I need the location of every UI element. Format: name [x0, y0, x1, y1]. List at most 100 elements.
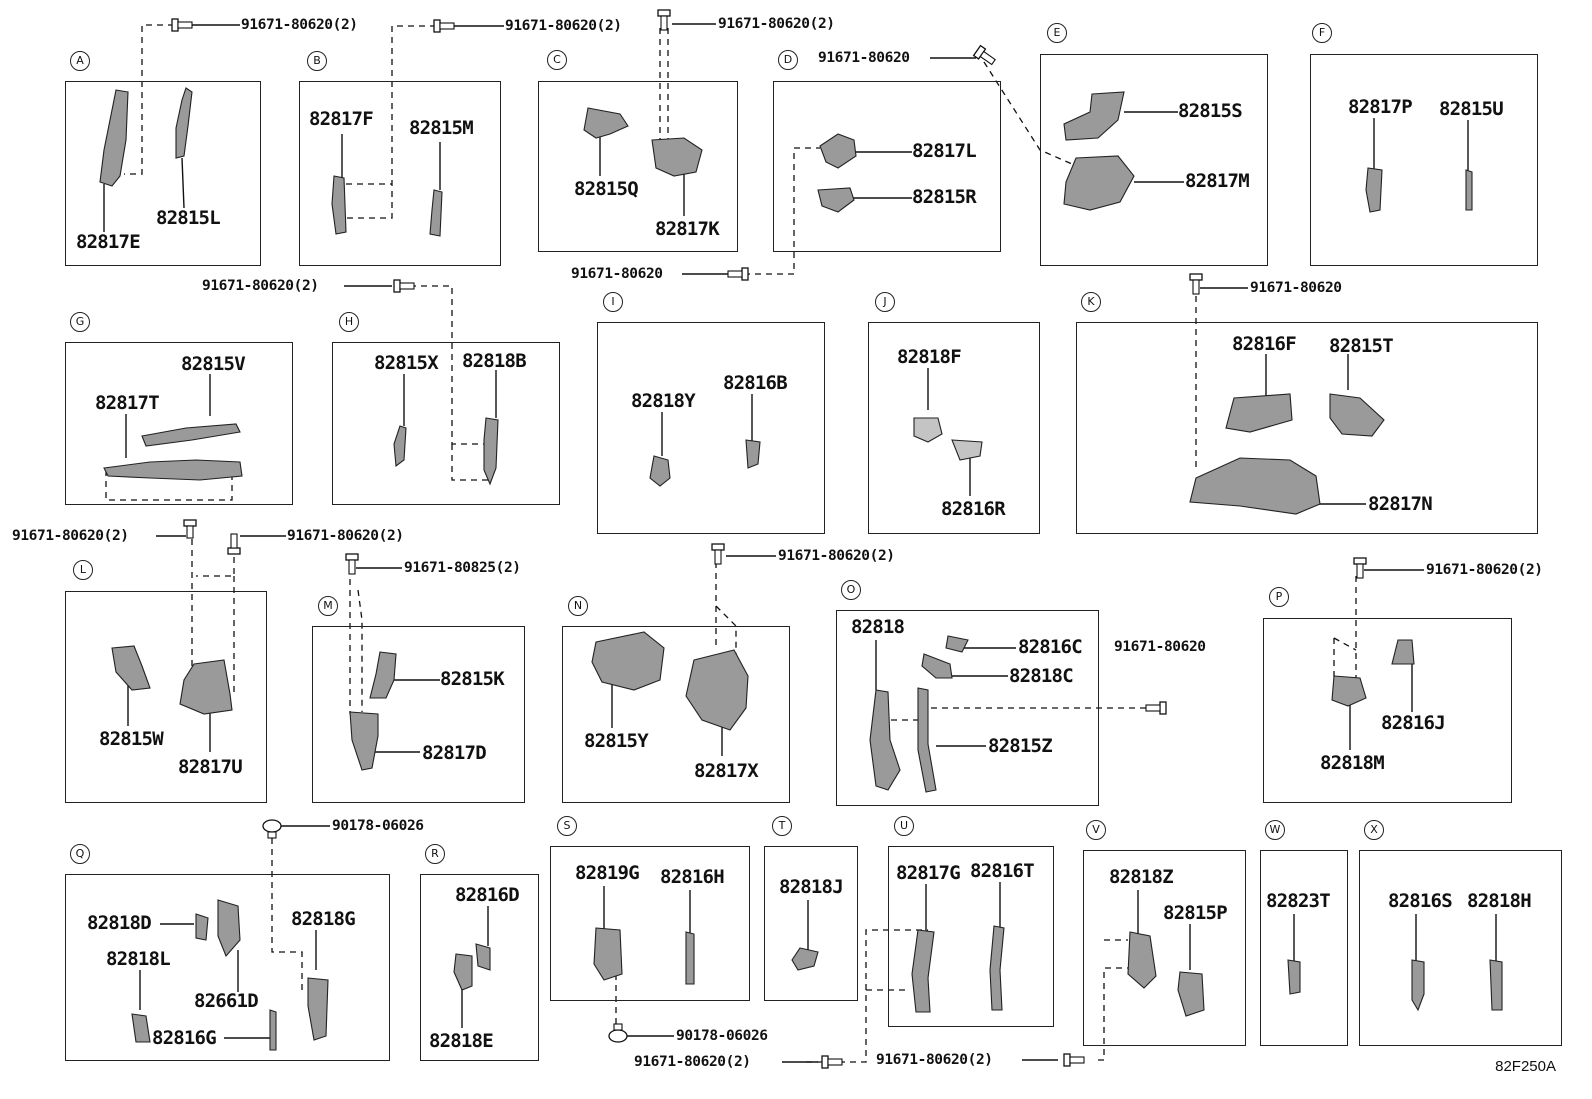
bolt-icon: [1145, 701, 1167, 715]
callout-j: J: [875, 292, 895, 312]
callout-b: B: [307, 51, 327, 71]
callout-i: I: [603, 292, 623, 312]
part-shape-82817P: [1365, 167, 1383, 213]
callout-k: K: [1081, 292, 1101, 312]
part-label-82816D: 82816D: [455, 884, 520, 906]
fastener-label-c: 91671-80620(2): [718, 16, 835, 32]
bolt-icon: [1063, 1053, 1085, 1067]
part-shape-82815S: [1063, 91, 1125, 141]
part-shape-82816T: [989, 925, 1005, 1011]
part-label-82817E: 82817E: [76, 231, 141, 253]
fastener-leaders: [156, 23, 1424, 1063]
callout-x: X: [1364, 820, 1384, 840]
bolt-icon: [1189, 273, 1203, 295]
part-shape-82816D: [475, 943, 491, 971]
part-shape-82815Q: [583, 107, 629, 139]
part-label-82816G: 82816G: [152, 1027, 217, 1049]
part-label-82818M: 82818M: [1320, 752, 1385, 774]
part-shape-82815X: [393, 425, 407, 468]
callout-l: L: [73, 560, 93, 580]
group-frame-c: [538, 81, 738, 252]
part-label-82815M: 82815M: [409, 117, 474, 139]
part-shape-82818B: [483, 417, 499, 486]
part-label-82815T: 82815T: [1329, 335, 1394, 357]
fastener-label-su: 91671-80620(2): [634, 1054, 751, 1070]
fastener-label-o: 91671-80620: [1114, 639, 1206, 655]
clip-icon: [608, 1023, 628, 1043]
part-shape-82818E: [453, 953, 473, 991]
part-label-82817U: 82817U: [178, 756, 243, 778]
part-label-82818G: 82818G: [291, 908, 356, 930]
callout-c: C: [547, 50, 567, 70]
callout-g: G: [70, 312, 90, 332]
part-shape-82816B: [745, 439, 761, 469]
part-label-82818H: 82818H: [1467, 890, 1532, 912]
part-shape-82823T: [1287, 959, 1301, 995]
bolt-icon: [727, 267, 749, 281]
bolt-icon: [227, 533, 241, 555]
bolt-icon: [183, 519, 197, 539]
part-label-82815S: 82815S: [1178, 100, 1243, 122]
part-label-82815L: 82815L: [156, 207, 221, 229]
group-frame-q: [65, 874, 390, 1061]
diagram-reference-code: 82F250A: [1495, 1058, 1556, 1075]
callout-f: F: [1312, 23, 1332, 43]
part-shape-82816G: [269, 1009, 277, 1051]
callout-u: U: [894, 816, 914, 836]
part-shape-82817E: [99, 89, 129, 187]
group-frame-h: [332, 342, 560, 505]
bolt-icon: [345, 553, 359, 575]
callout-e: E: [1047, 23, 1067, 43]
bolt-icon: [433, 19, 455, 33]
group-frame-d: [773, 81, 1001, 252]
bolt-icon: [1353, 557, 1367, 579]
bolt-icon: [393, 279, 415, 293]
part-label-82817L: 82817L: [912, 140, 977, 162]
part-label-82818L: 82818L: [106, 948, 171, 970]
part-shape-82817N: [1189, 457, 1321, 515]
group-frame-u: [888, 846, 1054, 1027]
dashed-lines: [105, 24, 1357, 1063]
part-shape-82815V: [141, 423, 241, 447]
group-frame-j: [868, 322, 1040, 534]
group-frame-x: [1359, 850, 1562, 1046]
part-shape-82817X: [685, 649, 749, 731]
fastener-label-a: 91671-80620(2): [241, 17, 358, 33]
callout-q: Q: [70, 844, 90, 864]
part-shape-82817M: [1063, 155, 1135, 211]
part-label-82815X: 82815X: [374, 352, 439, 374]
part-shape-82817F: [331, 175, 347, 235]
fastener-label-q: 90178-06026: [332, 818, 424, 834]
leader-lines: [103, 111, 1497, 1039]
part-shape-82817D: [349, 711, 379, 771]
callout-v: V: [1086, 820, 1106, 840]
group-frame-r: [420, 874, 539, 1061]
part-shape-82818C: [921, 653, 953, 679]
part-shape-82817U: [179, 659, 233, 715]
part-shape-82818L: [131, 1013, 151, 1043]
group-frame-b: [299, 81, 501, 266]
part-label-82818J: 82818J: [779, 876, 844, 898]
part-label-82815R: 82815R: [912, 186, 977, 208]
part-shape-82815K: [369, 651, 397, 699]
part-label-82816F: 82816F: [1232, 333, 1297, 355]
callout-p: P: [1269, 587, 1289, 607]
fastener-label-l1: 91671-80620(2): [12, 528, 129, 544]
part-shape-82818: [869, 689, 901, 791]
part-label-82815W: 82815W: [99, 728, 164, 750]
part-label-82817M: 82817M: [1185, 170, 1250, 192]
part-shape-82816H: [685, 931, 695, 985]
part-shape-82818F: [913, 417, 943, 443]
bolt-icon: [711, 543, 725, 565]
part-label-82818C: 82818C: [1009, 665, 1074, 687]
part-label-82818B: 82818B: [462, 350, 527, 372]
part-label-82817K: 82817K: [655, 218, 720, 240]
part-label-82817P: 82817P: [1348, 96, 1413, 118]
group-frame-f: [1310, 54, 1538, 266]
part-label-82816C: 82816C: [1018, 636, 1083, 658]
part-label-82817N: 82817N: [1368, 493, 1433, 515]
part-shape-82816S: [1411, 959, 1425, 1012]
bolt-icon: [821, 1055, 843, 1069]
part-shape-82816F: [1225, 393, 1293, 433]
